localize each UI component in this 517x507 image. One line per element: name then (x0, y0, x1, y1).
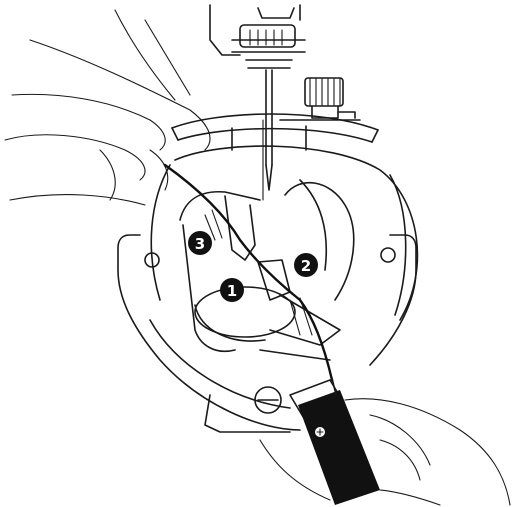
callout-2-label: 2 (301, 257, 311, 275)
callout-1: 1 (220, 278, 244, 302)
needle-icon (263, 70, 272, 200)
screw-head-icon (255, 387, 281, 413)
presser-foot-icon (210, 5, 305, 68)
callout-3: 3 (188, 231, 212, 255)
lower-hand-illustration (260, 399, 510, 505)
callout-1-label: 1 (227, 282, 237, 300)
callout-3-label: 3 (195, 235, 205, 253)
callout-2: 2 (294, 253, 318, 277)
